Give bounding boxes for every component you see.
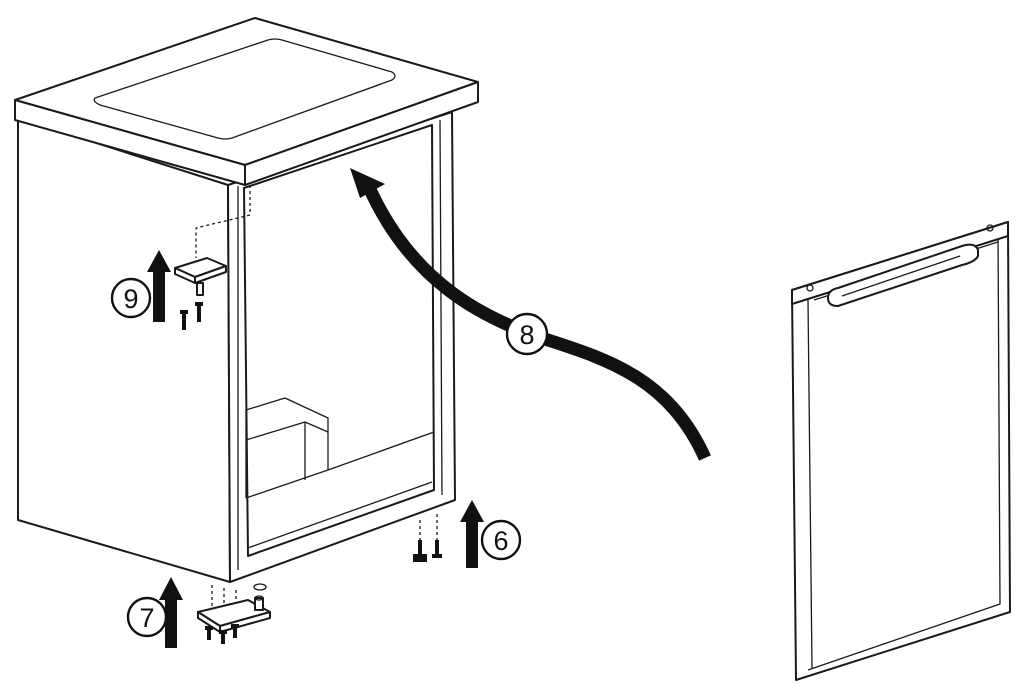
arrow-step-9 — [147, 250, 171, 322]
bottom-right-screw — [432, 540, 442, 558]
fridge-door — [791, 221, 1011, 681]
door-top-edge — [791, 221, 1009, 305]
step-label-6: 6 — [493, 526, 508, 556]
step-label-9: 9 — [123, 284, 138, 314]
step-marker-9: 9 — [110, 277, 152, 319]
worktop-recess — [93, 38, 396, 140]
top-hinge-screw — [180, 310, 188, 330]
door-hinge-hole — [986, 224, 994, 232]
arrow-step-8 — [350, 168, 711, 461]
bottom-right-screw — [413, 540, 427, 562]
bottom-hinge-screw — [231, 624, 239, 638]
step-marker-7: 7 — [126, 596, 168, 638]
bottom-hinge-screw — [219, 630, 227, 644]
step-marker-6: 6 — [480, 519, 522, 561]
top-hinge-assembly — [174, 185, 251, 330]
cabinet-opening — [243, 124, 435, 557]
door-hinge-hole — [806, 284, 814, 292]
cabinet-side-panel — [17, 117, 231, 583]
step-label-7: 7 — [139, 603, 154, 633]
cabinet-worktop-edge-left — [14, 99, 246, 186]
step-label-8: 8 — [519, 320, 534, 350]
fridge-cabinet — [14, 17, 479, 583]
bottom-hinge-assembly — [197, 583, 271, 644]
bottom-right-screws — [413, 514, 442, 562]
arrow-step-7 — [159, 577, 183, 648]
step-marker-8: 8 — [505, 312, 549, 356]
arrow-step-6 — [460, 500, 484, 568]
top-hinge-screw — [195, 302, 203, 322]
cabinet-inner-shelf — [245, 397, 435, 499]
bottom-hinge-screw — [205, 626, 213, 640]
